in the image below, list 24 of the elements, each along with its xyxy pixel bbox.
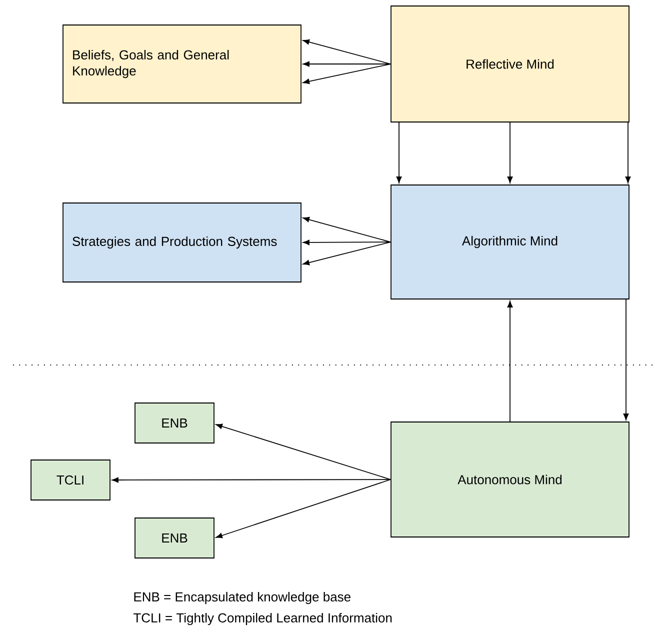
arrow [302,64,391,84]
arrow [507,122,513,184]
box: TCLI [30,460,110,500]
box: Autonomous Mind [390,422,630,538]
arrow [625,122,631,184]
arrow [112,477,391,483]
arrow [302,39,391,64]
arrow [216,479,391,538]
arrow [302,61,391,67]
arrow [302,240,391,246]
arrow [216,424,391,480]
arrow [302,242,391,266]
arrow [396,122,402,184]
note-text: TCLI = Tightly Compiled Learned Information [134,612,392,626]
box: Algorithmic Mind [390,184,630,300]
arrow [623,299,629,420]
box: Beliefs, Goals and General Knowledge [62,24,302,104]
box: ENB [134,402,214,444]
box: Strategies and Production Systems [62,202,302,282]
note-text: ENB = Encapsulated knowledge base [134,592,350,604]
box: Reflective Mind [390,6,630,122]
box: ENB [134,518,214,558]
arrow [302,216,391,242]
arrow [507,300,513,422]
